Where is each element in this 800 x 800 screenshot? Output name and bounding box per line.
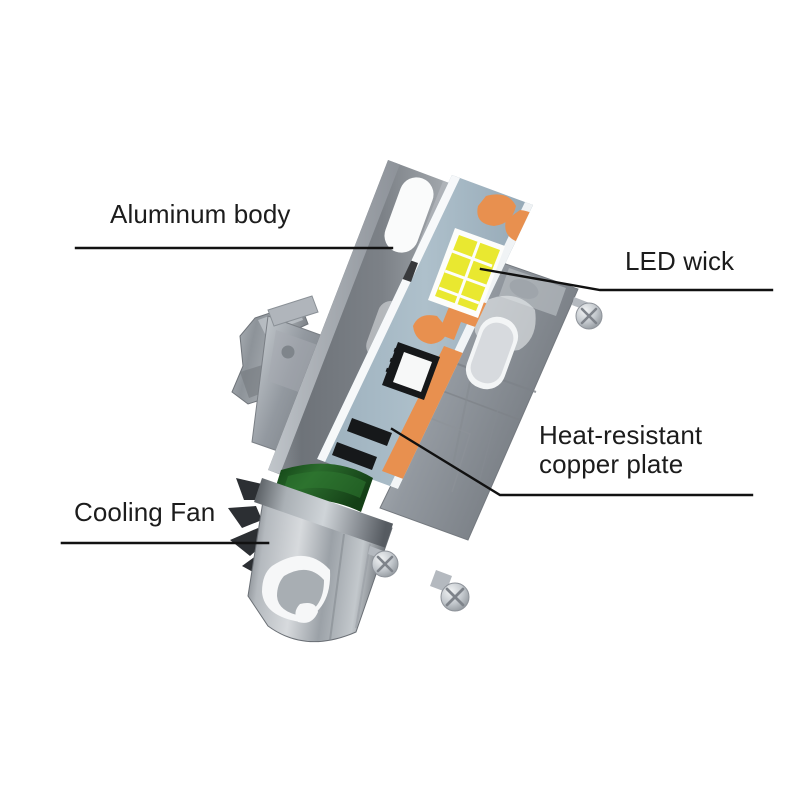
screw-lower-bracket [368,546,399,578]
screw-loose [430,570,470,612]
leader-copper-plate [390,427,754,497]
smd-part [347,418,392,446]
right-heat-bracket [379,261,579,541]
led-emitter [428,228,505,318]
label-aluminum-body-text: Aluminum body [110,199,291,229]
label-cooling-fan: Cooling Fan [74,497,215,528]
leader-led-wick-path [479,267,774,292]
bracket-tab [267,295,319,327]
label-led-wick-text: LED wick [625,246,735,276]
screw-upper-right [572,297,603,330]
copper-plate-pcb [317,175,533,489]
label-cooling-fan-text: Cooling Fan [74,497,216,527]
label-copper-plate-line1: Heat-resistant [539,420,703,450]
driver-ic-chip [382,342,440,400]
smd-part [332,442,377,470]
cooling-fan-part [228,478,394,643]
label-aluminum-body: Aluminum body [110,199,291,230]
label-led-wick: LED wick [625,246,734,277]
label-copper-plate-line2: copper plate [539,449,684,480]
label-copper-plate: Heat-resistant copper plate [539,420,703,480]
